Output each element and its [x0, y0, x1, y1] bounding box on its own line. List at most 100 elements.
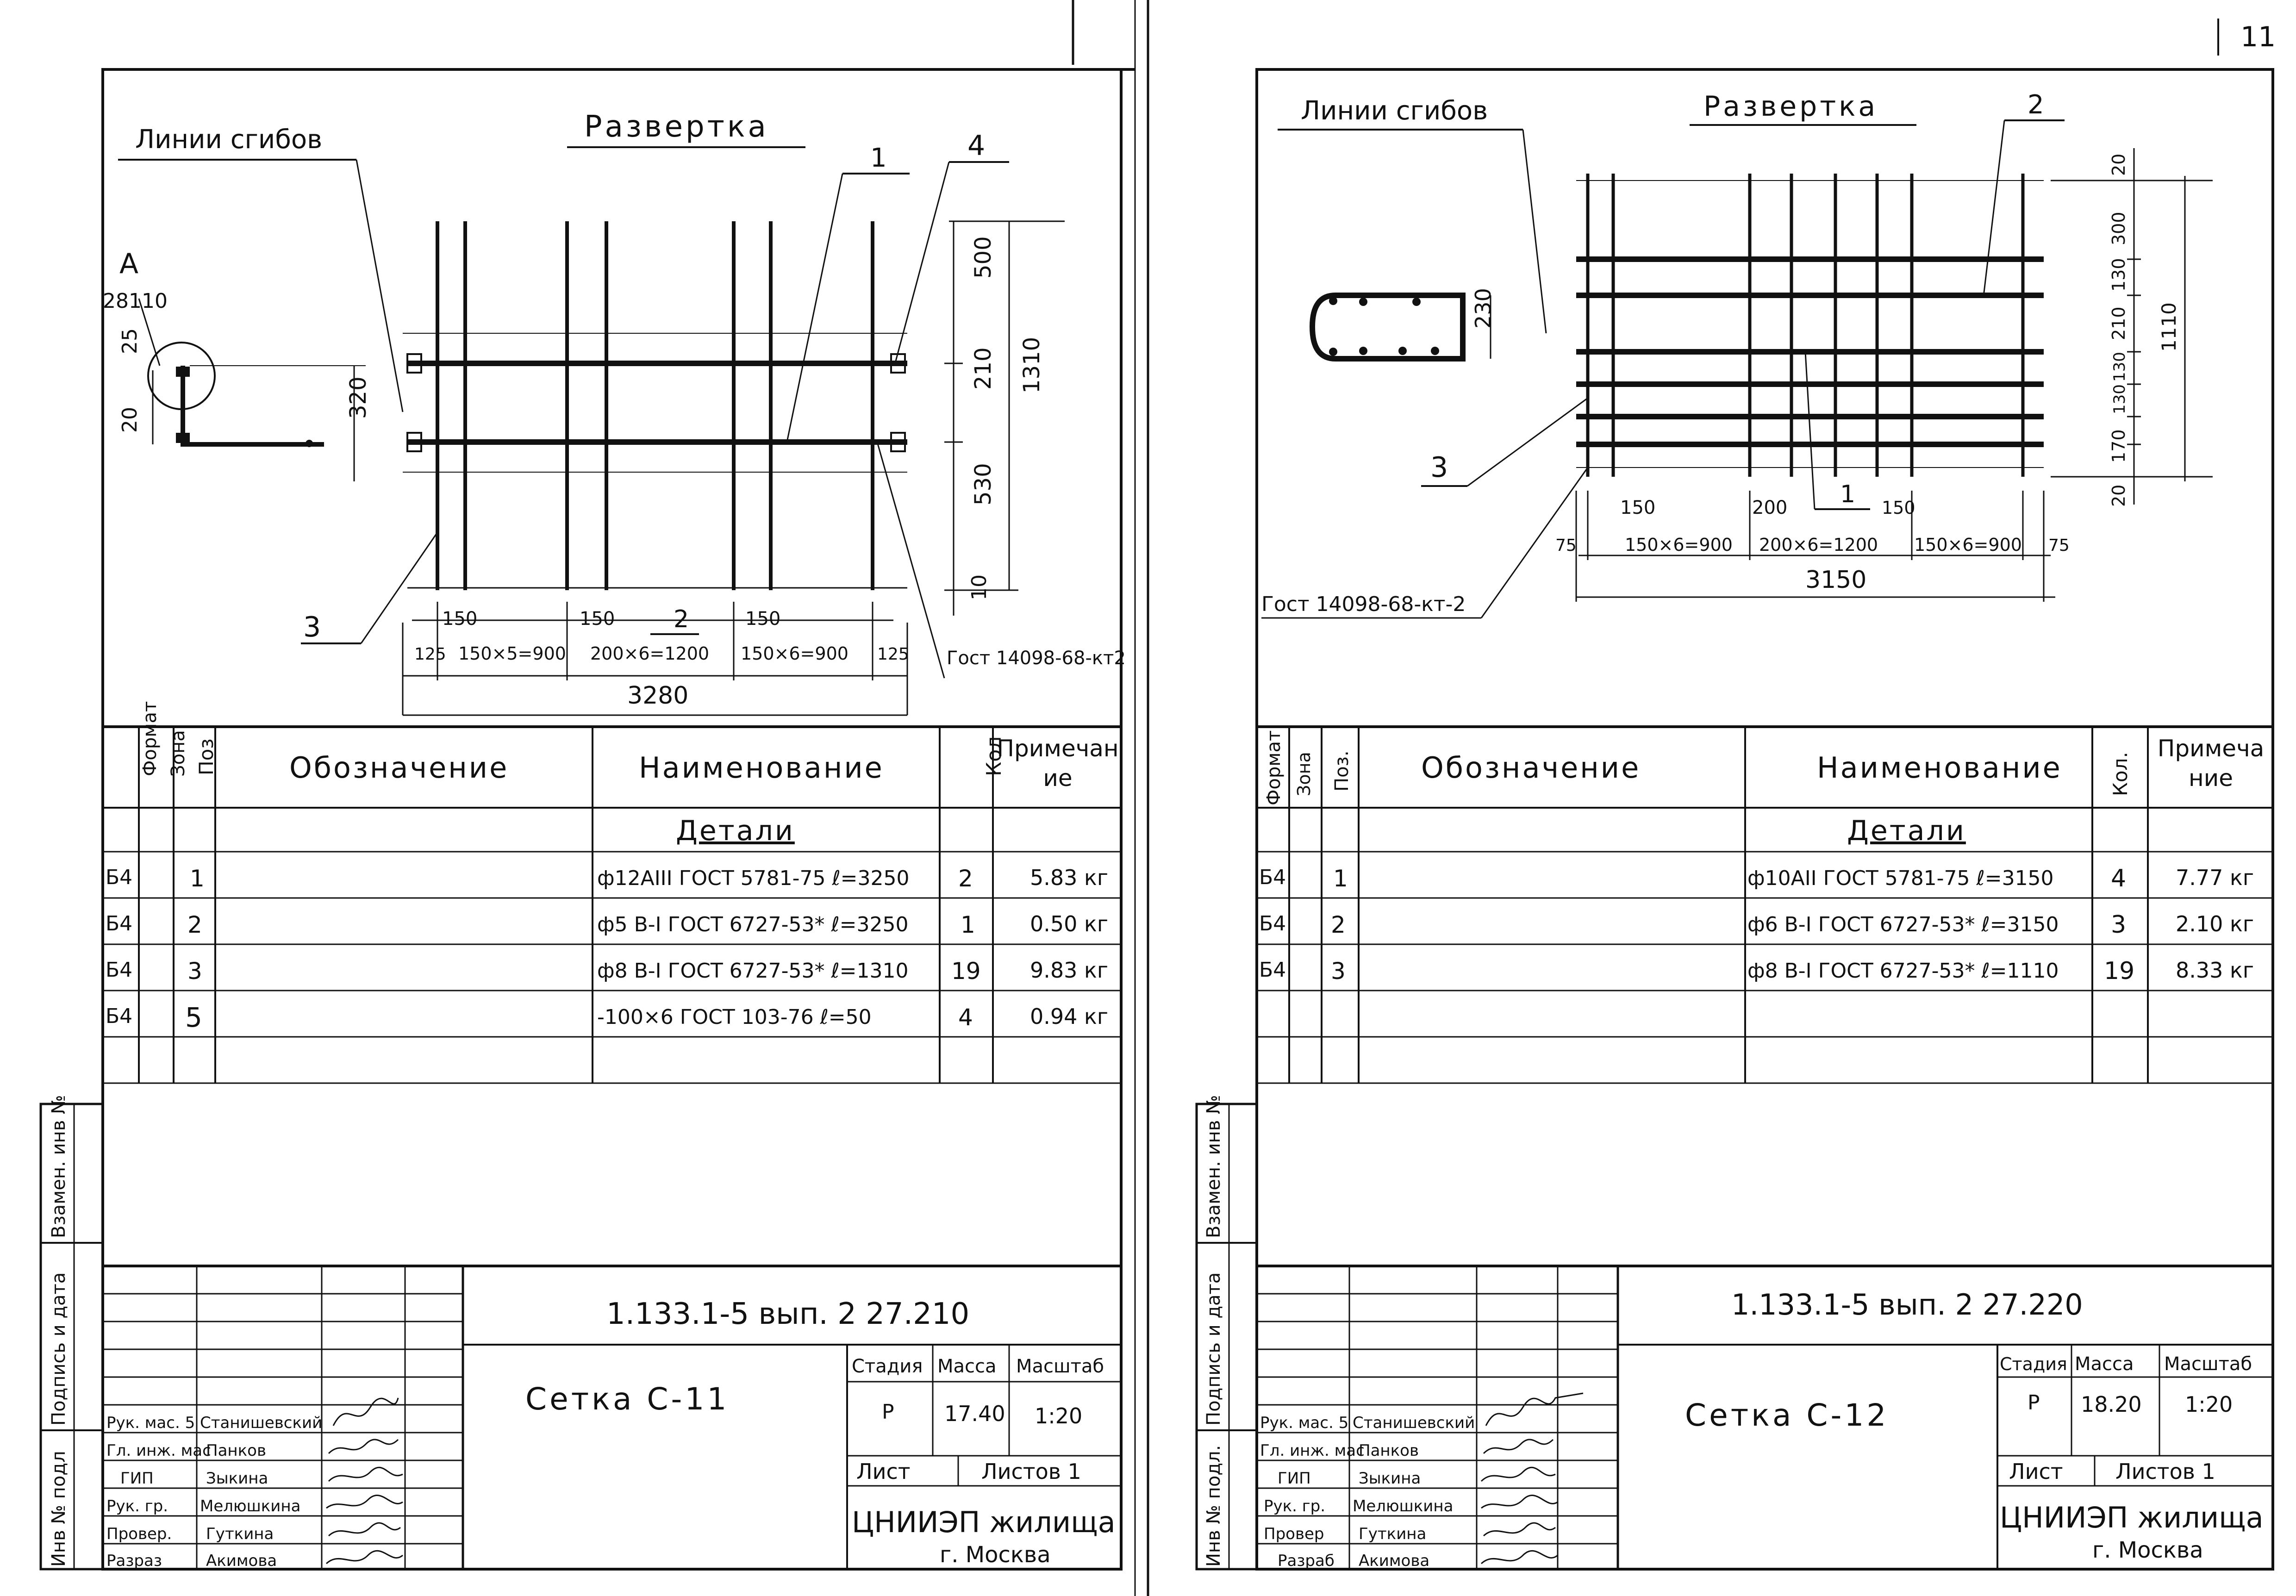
role: Рук. гр.	[1264, 1497, 1325, 1515]
document-code: 1.133.1-5 вып. 2 27.210	[606, 1297, 969, 1331]
plate	[406, 353, 422, 374]
sheets-label: Листов 1	[2115, 1459, 2215, 1484]
cell-pos: 2	[1331, 911, 1346, 938]
scale-label: Масштаб	[1016, 1356, 1104, 1377]
plate	[406, 432, 422, 452]
cell-name: ф10АII ГОСТ 5781-75 ℓ=3150	[1747, 867, 2054, 890]
dimension-label: 210	[2109, 306, 2129, 340]
cell-name: ф5 В-I ГОСТ 6727-53* ℓ=3250	[597, 913, 909, 936]
header-qty: Кол.	[2109, 752, 2132, 796]
position-leader: 3	[1430, 451, 1448, 484]
detail-dim: 25	[118, 328, 142, 354]
organization: ЦНИИЭП жилища	[2000, 1501, 2264, 1534]
side-label-inventory: Инв № подл	[48, 1451, 69, 1567]
mass-value: 17.40	[944, 1401, 1005, 1426]
dimension-label: 150	[1620, 497, 1655, 518]
cell-pos: 2	[187, 911, 202, 938]
dimension-label: 130	[2110, 352, 2129, 382]
specification-table: Формат Зона Поз Обозначение Наименование…	[103, 701, 1121, 1084]
header-pos: Поз.	[1331, 750, 1353, 792]
sheet-frame	[1255, 68, 2274, 1571]
right-sheet: Развертка Линии сгибов 230	[1195, 68, 2274, 1571]
table-row: Б4 3 ф8 В-I ГОСТ 6727-53* ℓ=1310 19 9.83…	[106, 958, 1108, 985]
cell-pos: 3	[1331, 958, 1346, 985]
cell-note: 0.94 кг	[1030, 1004, 1108, 1029]
cell-pos: 5	[185, 1002, 202, 1033]
stage-value: Р	[882, 1400, 894, 1424]
role: Гл. инж. мас	[1260, 1441, 1365, 1460]
signatory-names: Станишевский Панков Зыкина Мелюшкина Гут…	[200, 1414, 322, 1570]
name: Мелюшкина	[200, 1497, 300, 1515]
header-name: Наименование	[639, 751, 884, 785]
dimension-label: 20	[2109, 485, 2129, 507]
position-leader: 2	[674, 605, 689, 633]
header-format: Формат	[1263, 730, 1285, 805]
city: г. Москва	[940, 1542, 1051, 1568]
plate	[890, 432, 906, 452]
mesh	[403, 221, 907, 590]
role: Разраб	[1278, 1552, 1335, 1570]
cell-note: 8.33 кг	[2176, 958, 2254, 983]
document-code: 1.133.1-5 вып. 2 27.220	[1731, 1288, 2083, 1322]
cell-note: 0.50 кг	[1030, 911, 1108, 936]
mass-label: Масса	[937, 1356, 997, 1377]
cell-note: 5.83 кг	[1030, 865, 1108, 890]
stage-label: Стадия	[2000, 1354, 2067, 1374]
scale-label: Масштаб	[2164, 1353, 2252, 1375]
cell-qty: 19	[951, 958, 981, 985]
stage-label: Стадия	[852, 1356, 923, 1377]
cell-qty: 4	[958, 1004, 973, 1031]
mass-label: Масса	[2075, 1353, 2134, 1375]
section-stirrup	[1309, 293, 1466, 362]
detail-dim: 320	[345, 376, 371, 419]
cell-name: ф8 В-I ГОСТ 6727-53* ℓ=1110	[1747, 959, 2059, 983]
unfolded-mesh-drawing: Развертка Линии сгибов А 28110 25 20 320	[103, 110, 1126, 716]
sheets-label: Листов 1	[981, 1459, 1081, 1484]
dimension-label: 130	[2110, 384, 2129, 414]
name: Гуткина	[206, 1525, 274, 1543]
mass-value: 18.20	[2081, 1392, 2142, 1417]
dimension-label: 150	[745, 608, 780, 630]
header-format: Формат	[139, 701, 161, 776]
table-row: Б4 1 ф12АIII ГОСТ 5781-75 ℓ=3250 2 5.83 …	[106, 865, 1108, 892]
city: г. Москва	[2092, 1537, 2203, 1563]
bent-bar	[181, 366, 324, 447]
dimension-label: 150×6=900	[1914, 535, 2022, 555]
role: Рук. мас. 5	[106, 1414, 195, 1432]
cell-format: Б4	[1259, 958, 1286, 982]
dimension-label: 10	[967, 574, 991, 600]
mesh	[1576, 174, 2044, 477]
cell-pos: 1	[1333, 865, 1348, 892]
sheet-name: Сетка С-12	[1685, 1397, 1889, 1433]
header-note: Примечание	[997, 735, 1119, 792]
role: ГИП	[1278, 1469, 1311, 1488]
dimension-label: 150	[442, 608, 477, 630]
gost-note: Гост 14098-68-кт-2	[1261, 592, 1466, 616]
table-row: Б4 2 ф5 В-I ГОСТ 6727-53* ℓ=3250 1 0.50 …	[106, 911, 1108, 938]
fold-lines-label: Линии сгибов	[1301, 96, 1488, 126]
dimension-label: 20	[2109, 154, 2129, 176]
role: Рук. мас. 5	[1260, 1414, 1348, 1432]
specification-table: Формат Зона Поз. Обозначение Наименовани…	[1257, 725, 2273, 1084]
name: Мелюшкина	[1353, 1497, 1453, 1515]
position-leader: 1	[1840, 480, 1855, 508]
side-label-replace: Взамен. инв №	[48, 1095, 69, 1238]
fold-lines-label: Линии сгибов	[135, 125, 322, 155]
name: Панков	[1359, 1441, 1419, 1460]
scale-value: 1:20	[2185, 1392, 2233, 1417]
left-sheet: Развертка Линии сгибов А 28110 25 20 320	[39, 68, 1135, 1571]
role: ГИП	[120, 1469, 154, 1488]
dimension-label: 500	[970, 236, 996, 279]
sheet-frame	[101, 68, 1123, 1571]
detail-dim: 20	[118, 407, 142, 433]
header-zone: Зона	[168, 730, 189, 777]
detail-label: А	[119, 248, 138, 280]
cell-note: 9.83 кг	[1030, 958, 1108, 983]
title-block: 1.133.1-5 вып. 2 27.210 Сетка С-11 Стади…	[103, 1265, 1121, 1570]
section-title: Детали	[1847, 815, 1966, 847]
dimension-label: 200×6=1200	[1759, 535, 1878, 555]
corner-page-number: 11	[2240, 21, 2276, 53]
position-leader: 3	[303, 611, 321, 643]
detail-dim: 28110	[103, 289, 168, 313]
dimension-label: 130	[2109, 258, 2129, 292]
